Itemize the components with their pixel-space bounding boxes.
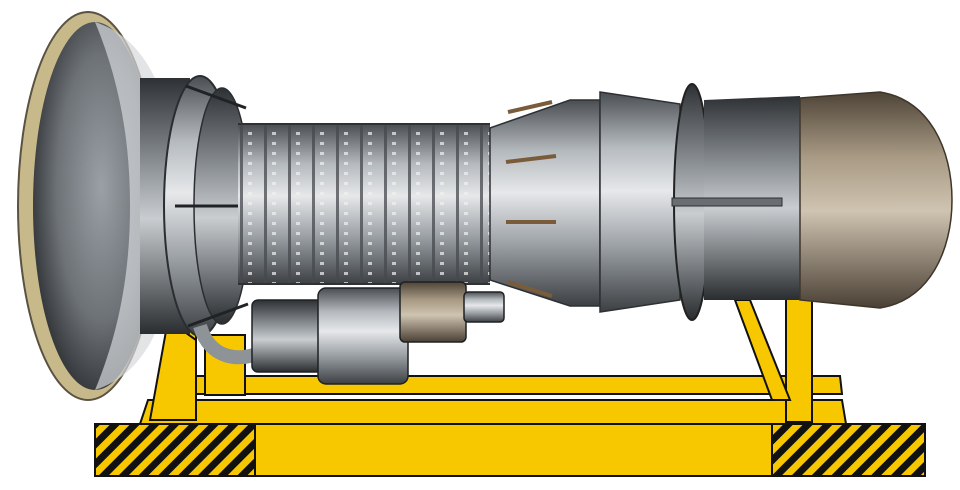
compressor-section (238, 123, 490, 285)
turbine-section (599, 83, 800, 321)
exhaust-nozzle (799, 91, 953, 309)
combustor-section (489, 99, 601, 307)
gearbox (193, 281, 505, 385)
base-skid (94, 423, 926, 477)
front-frame (140, 75, 251, 337)
